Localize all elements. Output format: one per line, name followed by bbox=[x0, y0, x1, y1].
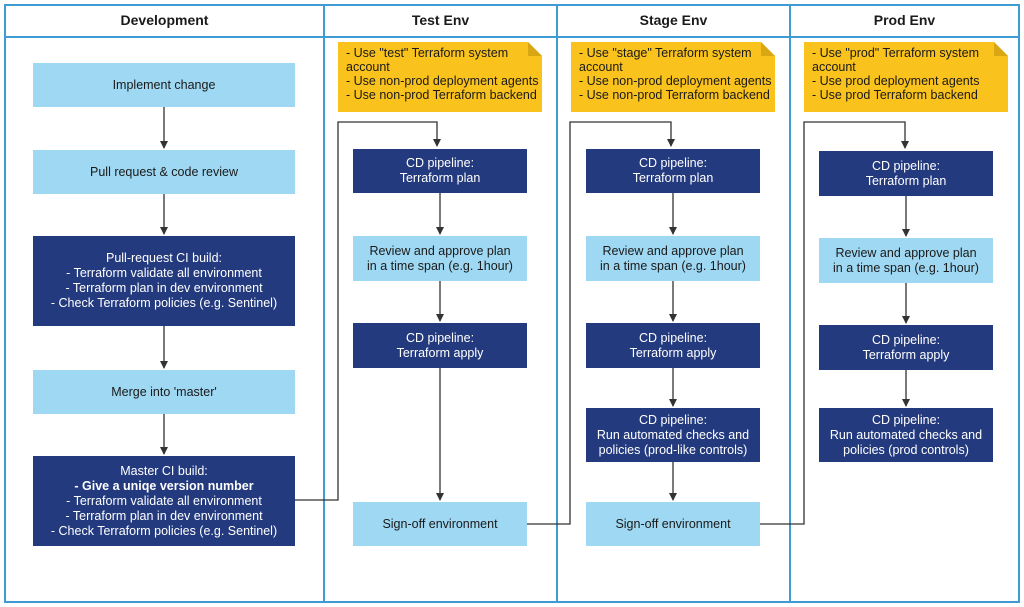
arrow-test-to-stage bbox=[527, 121, 675, 525]
stage-signoff-box: Sign-off environment bbox=[586, 502, 760, 546]
stage-plan-box: CD pipeline: Terraform plan bbox=[586, 149, 760, 193]
stage-review-line-1: Review and approve plan bbox=[602, 243, 744, 258]
prod-review-line-1: Review and approve plan bbox=[835, 245, 977, 260]
stage-checks-box: CD pipeline: Run automated checks and po… bbox=[586, 408, 760, 462]
prod-apply-line-1: CD pipeline: bbox=[871, 332, 941, 347]
stage-plan-line-2: Terraform plan bbox=[632, 171, 714, 185]
master-ci-line-3: - Check Terraform policies (e.g. Sentine… bbox=[50, 523, 278, 538]
lane-header-stage: Stage Env bbox=[556, 4, 791, 38]
master-ci-build-box: Master CI build: - Give a uniqe version … bbox=[33, 456, 295, 546]
stage-plan-line-1: CD pipeline: bbox=[638, 156, 708, 170]
prod-note-line-1: - Use "prod" Terraform system bbox=[812, 46, 980, 60]
master-ci-line-1: - Terraform validate all environment bbox=[66, 493, 262, 508]
test-signoff-label: Sign-off environment bbox=[382, 516, 498, 531]
stage-review-box: Review and approve plan in a time span (… bbox=[586, 236, 760, 281]
test-review-line-2: in a time span (e.g. 1hour) bbox=[367, 258, 513, 273]
pr-ci-build-box: Pull-request CI build: - Terraform valid… bbox=[33, 236, 295, 326]
pr-ci-line-3: - Check Terraform policies (e.g. Sentine… bbox=[50, 296, 278, 310]
lane-header-test: Test Env bbox=[323, 4, 558, 38]
test-apply-box: CD pipeline: Terraform apply bbox=[353, 323, 527, 368]
master-ci-title: Master CI build: bbox=[120, 463, 208, 478]
test-plan-line-2: Terraform plan bbox=[399, 171, 481, 185]
prod-checks-line-1: CD pipeline: bbox=[871, 412, 941, 427]
test-review-line-1: Review and approve plan bbox=[369, 243, 511, 258]
stage-note: - Use "stage" Terraform system account -… bbox=[571, 42, 775, 112]
arrow-master-to-test bbox=[295, 121, 441, 501]
prod-checks-box: CD pipeline: Run automated checks and po… bbox=[819, 408, 993, 462]
stage-signoff-label: Sign-off environment bbox=[615, 516, 731, 531]
implement-change-label: Implement change bbox=[112, 77, 216, 92]
stage-checks-line-1: CD pipeline: bbox=[638, 412, 708, 427]
merge-master-box: Merge into 'master' bbox=[33, 370, 295, 414]
pr-ci-line-2: - Terraform plan in dev environment bbox=[65, 281, 263, 295]
stage-note-line-4: - Use non-prod Terraform backend bbox=[579, 88, 770, 102]
prod-review-line-2: in a time span (e.g. 1hour) bbox=[833, 260, 979, 275]
prod-apply-box: CD pipeline: Terraform apply bbox=[819, 325, 993, 370]
prod-plan-line-2: Terraform plan bbox=[865, 173, 947, 188]
arrow-stage-to-prod bbox=[760, 121, 909, 525]
lane-header-development: Development bbox=[4, 4, 325, 38]
stage-review-line-2: in a time span (e.g. 1hour) bbox=[600, 258, 746, 273]
prod-review-box: Review and approve plan in a time span (… bbox=[819, 238, 993, 283]
pull-request-label: Pull request & code review bbox=[90, 164, 238, 179]
test-plan-line-1: CD pipeline: bbox=[405, 156, 475, 170]
prod-note-line-4: - Use prod Terraform backend bbox=[812, 88, 978, 102]
stage-note-line-3: - Use non-prod deployment agents bbox=[579, 74, 772, 88]
prod-note-line-2: account bbox=[812, 60, 856, 74]
test-plan-box: CD pipeline: Terraform plan bbox=[353, 149, 527, 193]
prod-checks-line-3: policies (prod controls) bbox=[843, 442, 969, 457]
prod-apply-line-2: Terraform apply bbox=[862, 347, 950, 362]
test-signoff-box: Sign-off environment bbox=[353, 502, 527, 546]
test-note-line-1: - Use "test" Terraform system bbox=[346, 46, 509, 60]
stage-apply-line-2: Terraform apply bbox=[629, 345, 717, 360]
test-note-line-4: - Use non-prod Terraform backend bbox=[346, 88, 537, 102]
test-review-box: Review and approve plan in a time span (… bbox=[353, 236, 527, 281]
implement-change-box: Implement change bbox=[33, 63, 295, 107]
lane-header-prod: Prod Env bbox=[789, 4, 1020, 38]
stage-apply-box: CD pipeline: Terraform apply bbox=[586, 323, 760, 368]
lane-prod bbox=[789, 4, 1020, 603]
master-ci-line-2: - Terraform plan in dev environment bbox=[65, 508, 263, 523]
stage-note-line-2: account bbox=[579, 60, 623, 74]
test-note: - Use "test" Terraform system account - … bbox=[338, 42, 542, 112]
prod-note: - Use "prod" Terraform system account - … bbox=[804, 42, 1008, 112]
test-apply-line-1: CD pipeline: bbox=[405, 330, 475, 345]
merge-master-label: Merge into 'master' bbox=[111, 384, 217, 399]
stage-checks-line-3: policies (prod-like controls) bbox=[598, 442, 748, 457]
test-note-line-2: account bbox=[346, 60, 390, 74]
test-apply-line-2: Terraform apply bbox=[396, 345, 484, 360]
stage-note-line-1: - Use "stage" Terraform system bbox=[579, 46, 752, 60]
pr-ci-line-1: - Terraform validate all environment bbox=[66, 266, 262, 280]
test-note-line-3: - Use non-prod deployment agents bbox=[346, 74, 539, 88]
prod-plan-box: CD pipeline: Terraform plan bbox=[819, 151, 993, 196]
prod-note-line-3: - Use prod deployment agents bbox=[812, 74, 980, 88]
prod-checks-line-2: Run automated checks and bbox=[829, 427, 983, 442]
master-ci-version: - Give a uniqe version number bbox=[74, 478, 254, 493]
pull-request-box: Pull request & code review bbox=[33, 150, 295, 194]
prod-plan-line-1: CD pipeline: bbox=[871, 158, 941, 173]
stage-apply-line-1: CD pipeline: bbox=[638, 330, 708, 345]
stage-checks-line-2: Run automated checks and bbox=[596, 427, 750, 442]
pr-ci-title: Pull-request CI build: bbox=[105, 251, 223, 265]
